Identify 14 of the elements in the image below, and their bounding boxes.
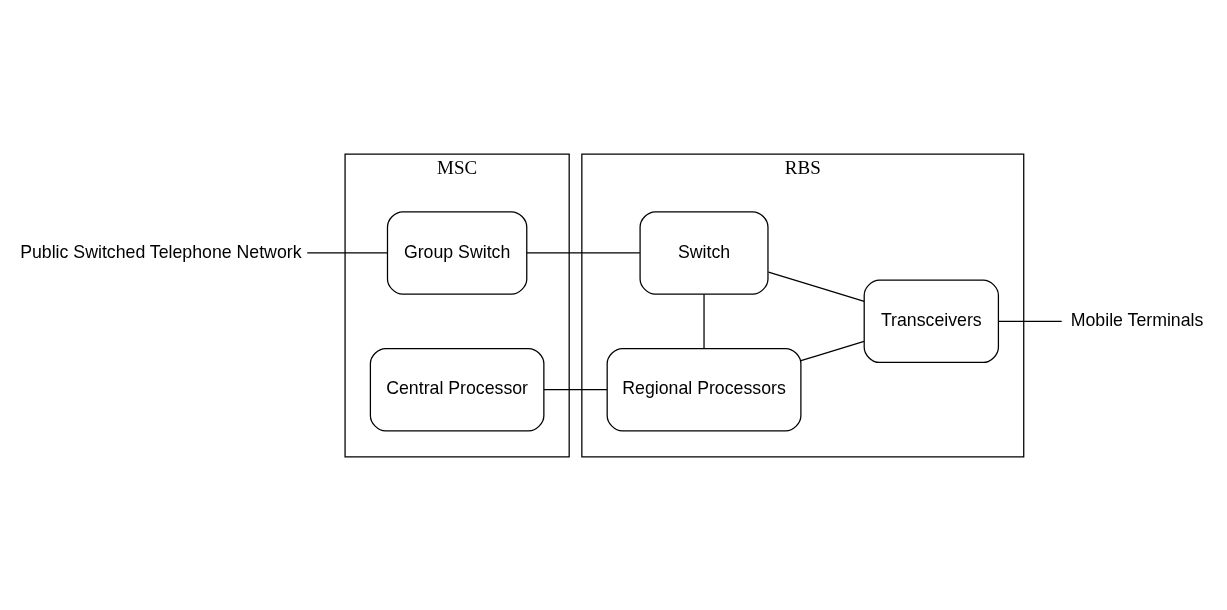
- node-box: Regional Processors: [606, 347, 802, 431]
- connector: [767, 271, 865, 302]
- connector: [800, 340, 865, 361]
- connector: [306, 251, 388, 254]
- connector: [997, 320, 1063, 322]
- node-box: Group Switch: [386, 210, 528, 295]
- node-box: Transceivers: [863, 279, 1000, 363]
- connector: [526, 251, 641, 254]
- node-text: Public Switched Telephone Network: [20, 241, 302, 262]
- node-text: Mobile Terminals: [1070, 309, 1204, 330]
- connector: [543, 388, 608, 390]
- connector: [703, 293, 705, 349]
- node-box: Switch: [639, 210, 769, 295]
- node-box: Central Processor: [369, 347, 545, 431]
